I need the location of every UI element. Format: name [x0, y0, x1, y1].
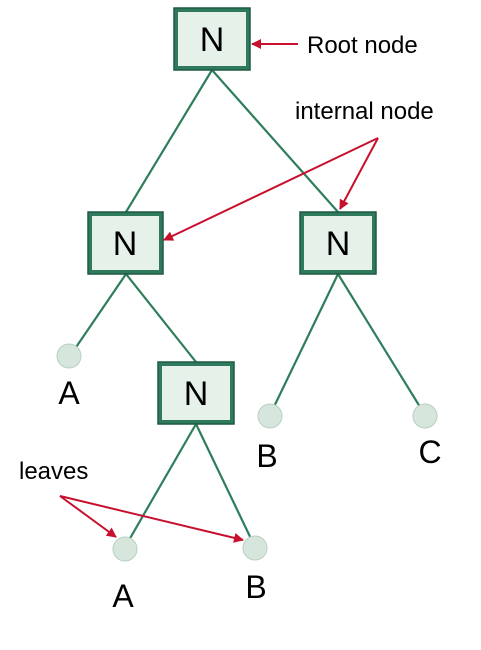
root-node-label: N	[200, 21, 225, 59]
edge-root-right	[211, 69, 339, 213]
root-node-annotation: Root node	[307, 32, 418, 59]
leaf-5: C	[412, 403, 442, 470]
leaf-3-label: B	[256, 438, 277, 474]
leaf-5-label: C	[418, 434, 441, 470]
leaves-annotation: leaves	[19, 458, 88, 485]
leaf-4: B	[242, 535, 268, 605]
internal-node-lower: N	[157, 361, 235, 425]
tree-edges	[69, 69, 426, 548]
leaves-arrow-left	[59, 495, 117, 538]
leaf-1: A	[56, 343, 82, 411]
edge-root-left	[125, 69, 213, 213]
internal-arrow-left	[163, 137, 379, 241]
edge-lower-leaf-b	[195, 423, 256, 548]
internal-node-right-label: N	[326, 225, 351, 263]
edge-right-leaf-c	[337, 273, 426, 416]
edge-left-lower	[125, 273, 197, 363]
leaf-2: A	[112, 536, 138, 614]
internal-node-left-label: N	[113, 225, 138, 263]
edge-left-leaf-a	[69, 273, 127, 357]
leaf-2-label: A	[112, 578, 134, 614]
root-node: N	[173, 7, 251, 71]
internal-arrow-right	[339, 137, 379, 210]
leaves-arrow-right	[59, 495, 244, 543]
leaf-4-label: B	[245, 569, 266, 605]
internal-node-lower-label: N	[184, 375, 209, 413]
edge-lower-leaf-a	[124, 423, 197, 548]
leaf-3: B	[256, 403, 283, 474]
edge-right-leaf-b	[269, 273, 339, 416]
leaf-1-label: A	[58, 375, 80, 411]
annotation-arrows	[59, 39, 379, 543]
internal-node-left: N	[87, 211, 164, 275]
internal-node-right: N	[299, 211, 377, 275]
internal-node-annotation: internal node	[295, 98, 434, 125]
